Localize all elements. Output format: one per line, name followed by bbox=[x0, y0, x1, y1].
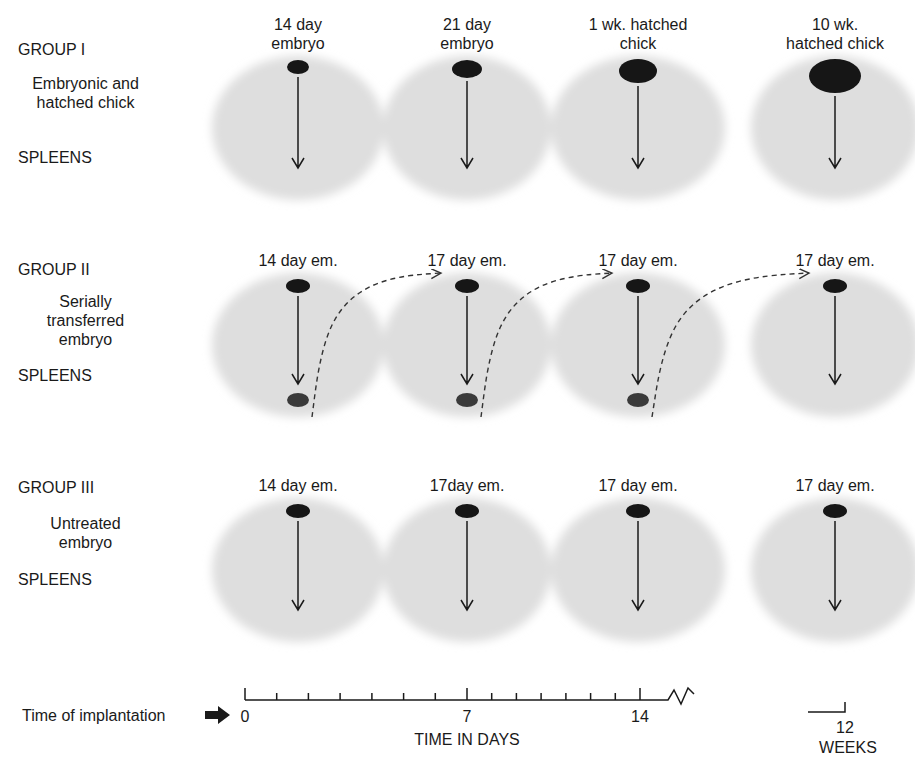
recovered-spleen bbox=[456, 393, 478, 407]
embryo-node: 14 day embryo bbox=[212, 56, 384, 200]
stage-label: 14 day em. bbox=[248, 476, 348, 495]
implant-arrow bbox=[292, 521, 304, 610]
group-title: GROUP I bbox=[18, 40, 85, 59]
spleen bbox=[455, 279, 479, 293]
stage-label: 14 day em. bbox=[248, 251, 348, 270]
spleen bbox=[619, 59, 657, 83]
embryo-oval bbox=[751, 56, 915, 200]
implant-arrow bbox=[292, 296, 304, 384]
embryo-node: 17 day em. bbox=[751, 498, 915, 642]
embryo-node: 21 day embryo bbox=[383, 56, 551, 200]
tick-label: 0 bbox=[241, 707, 250, 726]
transfer-arrow bbox=[652, 273, 809, 417]
implant-arrow bbox=[632, 86, 644, 168]
recovered-spleen bbox=[627, 393, 649, 407]
implant-arrow bbox=[632, 296, 644, 384]
stage-label: 17 day em. bbox=[785, 476, 885, 495]
transfer-arrow bbox=[312, 273, 441, 417]
spleen bbox=[286, 504, 310, 518]
embryo-node: 17 day em. bbox=[551, 273, 725, 417]
implant-arrow bbox=[461, 81, 473, 168]
axis-unit: WEEKS bbox=[819, 738, 877, 757]
transfer-arrow bbox=[481, 273, 612, 417]
axis-ticks bbox=[245, 688, 640, 700]
embryo-oval bbox=[551, 498, 725, 642]
embryo-node: 17day em. bbox=[383, 498, 551, 642]
group-title: GROUP II bbox=[18, 260, 90, 279]
spleen bbox=[452, 60, 482, 78]
axis-unit: TIME IN DAYS bbox=[414, 730, 520, 749]
embryo-oval bbox=[751, 273, 915, 417]
embryo-oval bbox=[551, 56, 725, 200]
embryo-node: 1 wk. hatched chick bbox=[551, 56, 725, 200]
weeks-bracket bbox=[808, 702, 845, 712]
spleen bbox=[455, 504, 479, 518]
stage-label: 10 wk. hatched chick bbox=[785, 15, 885, 53]
implant-arrow bbox=[461, 296, 473, 384]
tick-label: 12 bbox=[836, 718, 854, 737]
group-title: GROUP III bbox=[18, 478, 94, 497]
embryo-node: 17 day em. bbox=[551, 498, 725, 642]
embryo-node: 10 wk. hatched chick bbox=[751, 56, 915, 200]
group-description: Embryonic and hatched chick bbox=[28, 74, 143, 112]
implant-arrow bbox=[461, 521, 473, 610]
stage-label: 1 wk. hatched chick bbox=[588, 15, 688, 53]
stage-label: 21 day embryo bbox=[417, 15, 517, 53]
embryo-node: 17 day em. bbox=[751, 273, 915, 417]
embryo-oval bbox=[212, 498, 384, 642]
recovered-spleen bbox=[287, 393, 309, 407]
embryo-oval bbox=[383, 498, 551, 642]
pointer-arrow bbox=[205, 706, 230, 724]
spleen bbox=[286, 279, 310, 293]
embryo-node: 17 day em. bbox=[383, 273, 551, 417]
axis-title: Time of implantation bbox=[22, 706, 165, 725]
embryo-node: 14 day em. bbox=[212, 498, 384, 642]
stage-label: 17 day em. bbox=[417, 251, 517, 270]
embryo-oval bbox=[212, 273, 384, 417]
implant-arrow bbox=[829, 296, 841, 384]
group-description: Untreated embryo bbox=[28, 514, 143, 552]
implant-arrow bbox=[632, 521, 644, 610]
group-tissue: SPLEENS bbox=[18, 366, 92, 385]
spleen bbox=[626, 279, 650, 293]
stage-label: 17 day em. bbox=[785, 251, 885, 270]
spleen bbox=[823, 279, 847, 293]
embryo-oval bbox=[551, 273, 725, 417]
stage-label: 17 day em. bbox=[588, 251, 688, 270]
embryo-oval bbox=[212, 56, 384, 200]
implant-arrow bbox=[292, 77, 304, 168]
tick-label: 14 bbox=[631, 707, 649, 726]
group-tissue: SPLEENS bbox=[18, 570, 92, 589]
embryo-node: 14 day em. bbox=[212, 273, 384, 417]
stage-label: 17 day em. bbox=[588, 476, 688, 495]
time-axis bbox=[245, 688, 694, 704]
group-description: Serially transferred embryo bbox=[28, 292, 143, 349]
stage-label: 14 day embryo bbox=[248, 15, 348, 53]
embryo-oval bbox=[383, 56, 551, 200]
spleen bbox=[626, 504, 650, 518]
embryo-oval bbox=[383, 273, 551, 417]
tick-label: 7 bbox=[463, 707, 472, 726]
stage-label: 17day em. bbox=[417, 476, 517, 495]
spleen bbox=[287, 60, 309, 74]
implant-arrow bbox=[829, 96, 841, 168]
implant-arrow bbox=[829, 521, 841, 610]
spleen bbox=[823, 504, 847, 518]
group-tissue: SPLEENS bbox=[18, 148, 92, 167]
embryo-oval bbox=[751, 498, 915, 642]
spleen bbox=[809, 59, 861, 93]
